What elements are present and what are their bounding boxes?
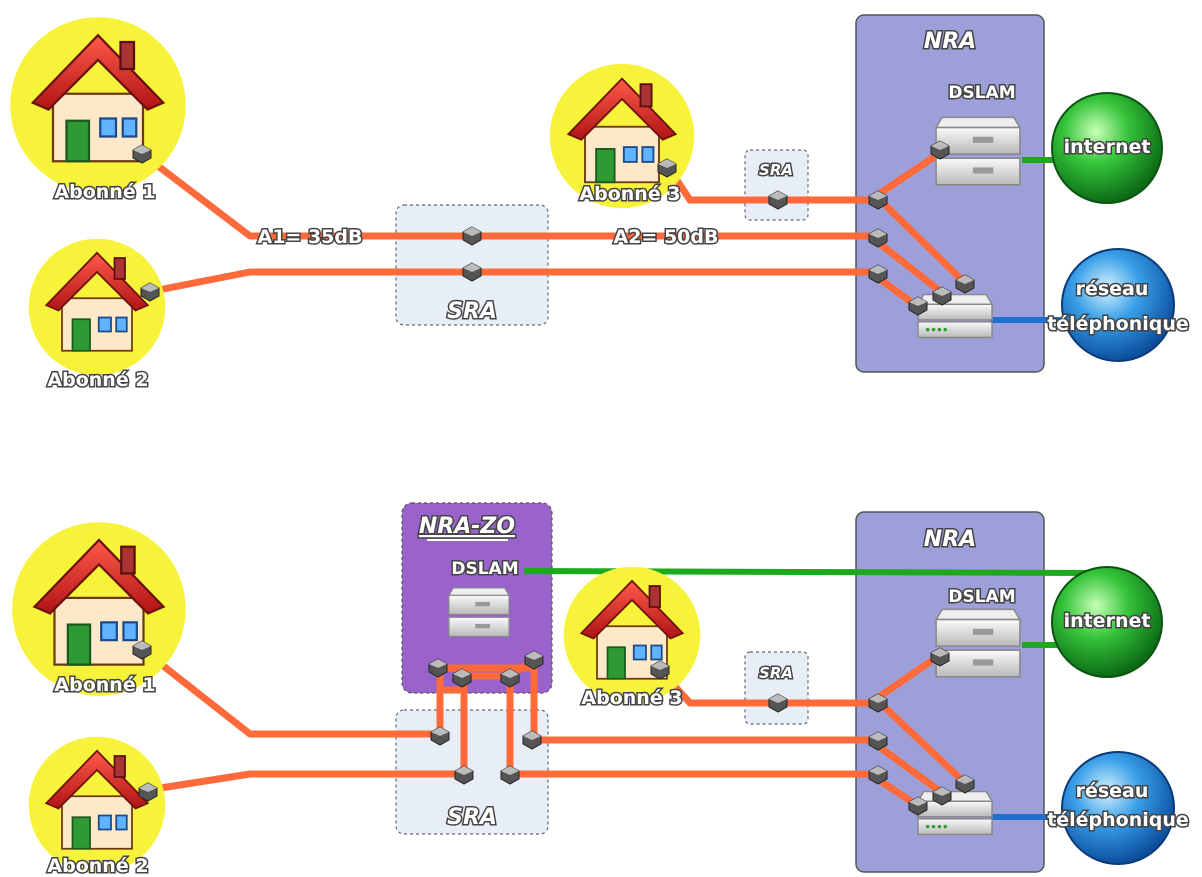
top-subscriber-2-label: Abonné 2 [47, 369, 148, 391]
bottom-nra-label: NRA [924, 527, 976, 552]
bottom-house-1-icon [11, 521, 187, 697]
bottom-nrazo-label: NRA-ZO [419, 514, 515, 539]
bottom-sra-small-box [744, 651, 809, 725]
top-diagram: NRA SRA SRA DSLAM internet réseau téléph… [9, 14, 1190, 393]
bottom-subscriber-3-label: Abonné 3 [581, 687, 682, 709]
bottom-subscriber-2-label: Abonné 2 [47, 855, 148, 877]
top-phone-label-2: téléphonique [1047, 313, 1189, 335]
bottom-phone-globe-icon [1061, 751, 1175, 865]
bottom-nrazo-dslam-icon [448, 587, 510, 638]
bottom-line-nrazo-2 [530, 656, 949, 799]
bottom-internet-globe-icon [1051, 566, 1163, 678]
bottom-house-2-icon [27, 735, 167, 875]
bottom-nra-box [855, 511, 1045, 873]
bottom-line-dslam-splitter [874, 697, 969, 787]
top-house-1-icon [9, 16, 187, 194]
bottom-phone-label-2: téléphonique [1047, 809, 1189, 831]
top-attenuation-2: A2= 50dB [614, 226, 719, 248]
top-sra-large-label: SRA [447, 299, 497, 324]
bottom-dslam-label: DSLAM [948, 587, 1015, 607]
top-splitter-icon [917, 293, 993, 339]
bottom-internet-label: internet [1064, 610, 1151, 632]
top-nra-label: NRA [924, 29, 976, 54]
bottom-splitter-icon [917, 790, 993, 836]
bottom-house-3-icon [562, 565, 702, 705]
bottom-line-nrazo-1 [506, 672, 922, 810]
top-line-dslam-splitter [874, 194, 969, 287]
top-subscriber-3-label: Abonné 3 [579, 183, 680, 205]
bottom-diagram: NRA SRA SRA NRA-ZO DSLAM DSLAM internet … [11, 502, 1190, 877]
top-subscriber-1-label: Abonné 1 [54, 181, 155, 203]
top-internet-label: internet [1064, 136, 1151, 158]
bottom-sra-small-label: SRA [759, 664, 793, 682]
top-line-subscriber-2 [144, 268, 922, 311]
bottom-dslam-icon [935, 608, 1021, 678]
top-house-2-icon [27, 237, 167, 377]
top-internet-globe-icon [1051, 92, 1163, 204]
top-sra-small-label: SRA [759, 161, 793, 179]
bottom-phone-label-1: réseau [1076, 780, 1149, 802]
top-nra-box [855, 14, 1045, 373]
top-line-subscriber-1 [137, 149, 949, 299]
top-phone-globe-icon [1061, 248, 1175, 362]
top-phone-label-1: réseau [1076, 278, 1149, 300]
top-dslam-label: DSLAM [948, 83, 1015, 103]
bottom-line-subscriber-2 [144, 672, 468, 794]
top-attenuation-1: A1= 35dB [258, 226, 363, 248]
bottom-sra-large-label: SRA [447, 805, 497, 830]
bottom-subscriber-1-label: Abonné 1 [54, 674, 155, 696]
bottom-nrazo-dslam-label: DSLAM [451, 559, 518, 579]
